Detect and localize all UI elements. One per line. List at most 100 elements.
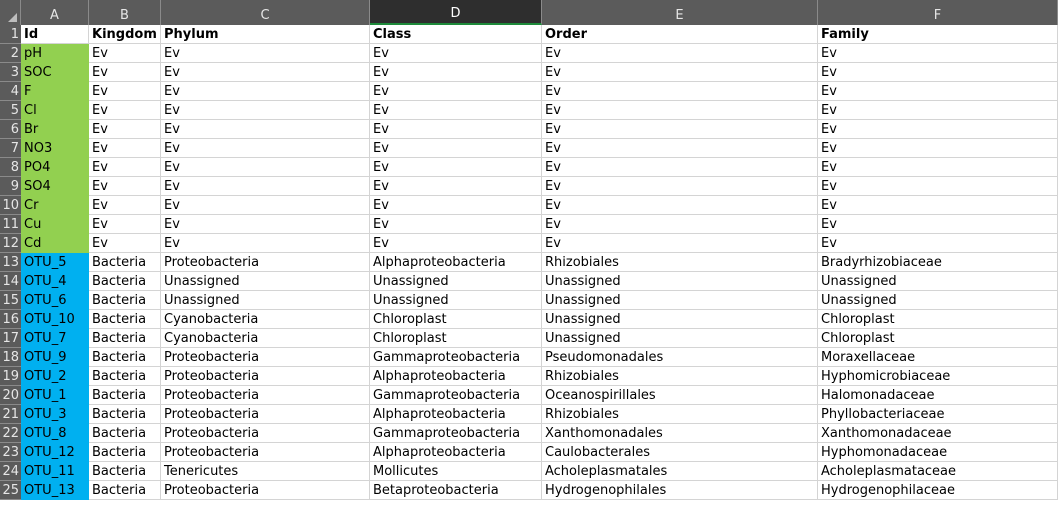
cell-d19[interactable]: Alphaproteobacteria [370, 367, 542, 386]
row-header-18[interactable]: 18 [0, 348, 21, 367]
cell-e17[interactable]: Unassigned [542, 329, 818, 348]
column-header-a[interactable]: A [21, 0, 89, 25]
cell-c15[interactable]: Unassigned [161, 291, 370, 310]
cell-d24[interactable]: Mollicutes [370, 462, 542, 481]
cell-f18[interactable]: Moraxellaceae [818, 348, 1058, 367]
cell-a2[interactable]: pH [21, 44, 89, 63]
cell-d14[interactable]: Unassigned [370, 272, 542, 291]
cell-d3[interactable]: Ev [370, 63, 542, 82]
cell-d21[interactable]: Alphaproteobacteria [370, 405, 542, 424]
row-header-20[interactable]: 20 [0, 386, 21, 405]
cell-c6[interactable]: Ev [161, 120, 370, 139]
cell-c7[interactable]: Ev [161, 139, 370, 158]
cell-d20[interactable]: Gammaproteobacteria [370, 386, 542, 405]
cell-f13[interactable]: Bradyrhizobiaceae [818, 253, 1058, 272]
cell-d12[interactable]: Ev [370, 234, 542, 253]
cell-b7[interactable]: Ev [89, 139, 161, 158]
row-header-10[interactable]: 10 [0, 196, 21, 215]
cell-f19[interactable]: Hyphomicrobiaceae [818, 367, 1058, 386]
cell-d10[interactable]: Ev [370, 196, 542, 215]
cell-e11[interactable]: Ev [542, 215, 818, 234]
cell-a12[interactable]: Cd [21, 234, 89, 253]
cell-a16[interactable]: OTU_10 [21, 310, 89, 329]
cell-d4[interactable]: Ev [370, 82, 542, 101]
row-header-2[interactable]: 2 [0, 44, 21, 63]
cell-e5[interactable]: Ev [542, 101, 818, 120]
cell-a21[interactable]: OTU_3 [21, 405, 89, 424]
row-header-3[interactable]: 3 [0, 63, 21, 82]
cell-c1[interactable]: Phylum [161, 25, 370, 44]
row-header-8[interactable]: 8 [0, 158, 21, 177]
cell-c2[interactable]: Ev [161, 44, 370, 63]
cell-a20[interactable]: OTU_1 [21, 386, 89, 405]
cell-b8[interactable]: Ev [89, 158, 161, 177]
cell-a9[interactable]: SO4 [21, 177, 89, 196]
cell-f12[interactable]: Ev [818, 234, 1058, 253]
cell-c4[interactable]: Ev [161, 82, 370, 101]
cell-e2[interactable]: Ev [542, 44, 818, 63]
column-header-f[interactable]: F [818, 0, 1058, 25]
row-header-6[interactable]: 6 [0, 120, 21, 139]
row-header-25[interactable]: 25 [0, 481, 21, 500]
row-header-17[interactable]: 17 [0, 329, 21, 348]
column-header-d[interactable]: D [370, 0, 542, 25]
cell-f9[interactable]: Ev [818, 177, 1058, 196]
cell-b13[interactable]: Bacteria [89, 253, 161, 272]
row-header-4[interactable]: 4 [0, 82, 21, 101]
cell-e1[interactable]: Order [542, 25, 818, 44]
cell-a15[interactable]: OTU_6 [21, 291, 89, 310]
cell-e10[interactable]: Ev [542, 196, 818, 215]
cell-f21[interactable]: Phyllobacteriaceae [818, 405, 1058, 424]
row-header-15[interactable]: 15 [0, 291, 21, 310]
cell-a17[interactable]: OTU_7 [21, 329, 89, 348]
cell-c9[interactable]: Ev [161, 177, 370, 196]
cell-b5[interactable]: Ev [89, 101, 161, 120]
cell-d11[interactable]: Ev [370, 215, 542, 234]
select-all-corner[interactable] [0, 0, 21, 25]
cell-b10[interactable]: Ev [89, 196, 161, 215]
row-header-23[interactable]: 23 [0, 443, 21, 462]
row-header-11[interactable]: 11 [0, 215, 21, 234]
cell-a23[interactable]: OTU_12 [21, 443, 89, 462]
row-header-24[interactable]: 24 [0, 462, 21, 481]
row-header-14[interactable]: 14 [0, 272, 21, 291]
cell-b3[interactable]: Ev [89, 63, 161, 82]
cell-b2[interactable]: Ev [89, 44, 161, 63]
cell-d17[interactable]: Chloroplast [370, 329, 542, 348]
cell-c20[interactable]: Proteobacteria [161, 386, 370, 405]
cell-e25[interactable]: Hydrogenophilales [542, 481, 818, 500]
cell-d16[interactable]: Chloroplast [370, 310, 542, 329]
cell-b23[interactable]: Bacteria [89, 443, 161, 462]
cell-c19[interactable]: Proteobacteria [161, 367, 370, 386]
cell-a8[interactable]: PO4 [21, 158, 89, 177]
cell-b4[interactable]: Ev [89, 82, 161, 101]
cell-d22[interactable]: Gammaproteobacteria [370, 424, 542, 443]
cell-a6[interactable]: Br [21, 120, 89, 139]
cell-f4[interactable]: Ev [818, 82, 1058, 101]
cell-e16[interactable]: Unassigned [542, 310, 818, 329]
cell-b16[interactable]: Bacteria [89, 310, 161, 329]
cell-c12[interactable]: Ev [161, 234, 370, 253]
cell-e21[interactable]: Rhizobiales [542, 405, 818, 424]
cell-a5[interactable]: Cl [21, 101, 89, 120]
cell-b24[interactable]: Bacteria [89, 462, 161, 481]
row-header-7[interactable]: 7 [0, 139, 21, 158]
row-header-5[interactable]: 5 [0, 101, 21, 120]
cell-f11[interactable]: Ev [818, 215, 1058, 234]
cell-e13[interactable]: Rhizobiales [542, 253, 818, 272]
cell-e9[interactable]: Ev [542, 177, 818, 196]
cell-f14[interactable]: Unassigned [818, 272, 1058, 291]
cell-f23[interactable]: Hyphomonadaceae [818, 443, 1058, 462]
cell-a1[interactable]: Id [21, 25, 89, 44]
cell-c13[interactable]: Proteobacteria [161, 253, 370, 272]
cell-c11[interactable]: Ev [161, 215, 370, 234]
cell-d25[interactable]: Betaproteobacteria [370, 481, 542, 500]
cell-a22[interactable]: OTU_8 [21, 424, 89, 443]
cell-d13[interactable]: Alphaproteobacteria [370, 253, 542, 272]
cell-c8[interactable]: Ev [161, 158, 370, 177]
cell-b21[interactable]: Bacteria [89, 405, 161, 424]
cell-c14[interactable]: Unassigned [161, 272, 370, 291]
cell-e6[interactable]: Ev [542, 120, 818, 139]
cell-f15[interactable]: Unassigned [818, 291, 1058, 310]
